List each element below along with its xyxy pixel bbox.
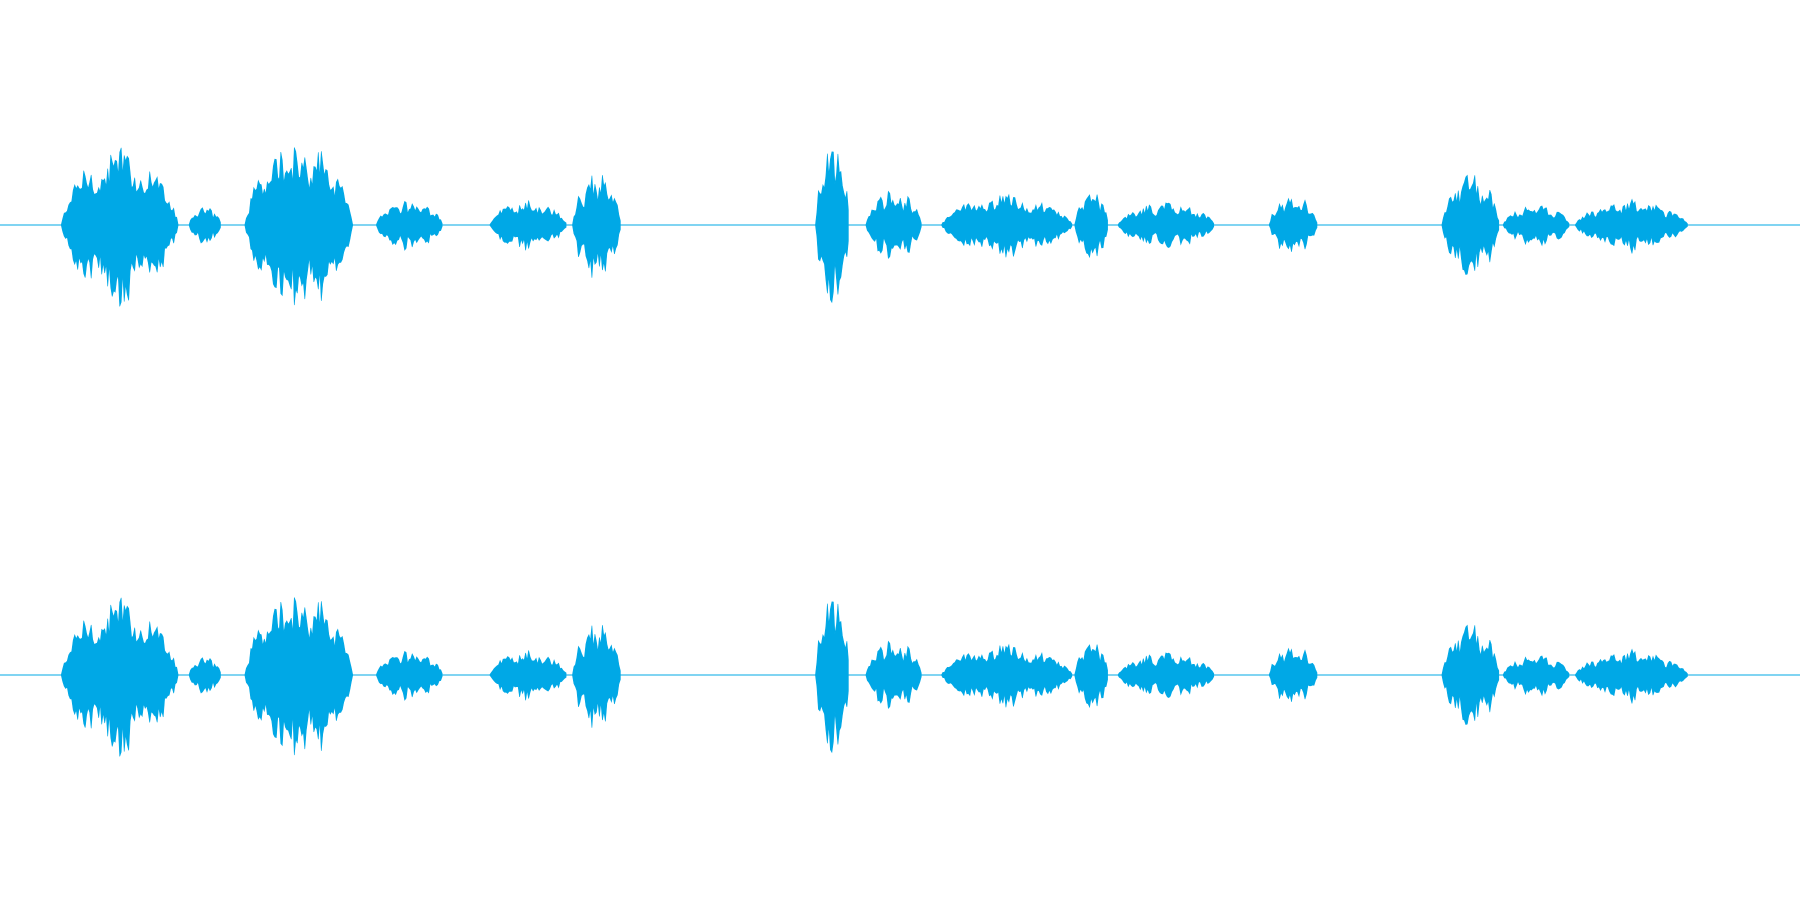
waveform-segment [572,625,621,728]
waveform-segment [865,640,922,709]
waveform-segment [1268,647,1318,702]
waveform-channel-2 [0,525,1800,825]
waveform-segment [1574,648,1688,704]
waveform-segment [1502,655,1570,697]
waveform-segment [815,151,849,304]
waveform-channel-2-svg [0,597,1800,757]
waveform-segment [865,190,922,259]
waveform-segment [60,147,179,307]
waveform-segment [1574,198,1688,254]
waveform-segment [244,597,354,756]
waveform-segment [375,200,443,251]
waveform-segment [244,147,354,306]
waveform-segment [1074,644,1108,709]
waveform-segment [188,207,221,244]
waveform-segment [1441,624,1500,725]
waveform-segment [1441,174,1500,275]
waveform-segment [1117,652,1215,698]
waveform-segment [60,597,179,757]
waveform-segment [1268,197,1318,252]
waveform-segment [941,643,1073,708]
waveform-segment [375,650,443,701]
waveform-segment [1502,205,1570,247]
waveform-channel-1 [0,75,1800,375]
waveform-segment [815,601,849,754]
waveform-channel-1-svg [0,147,1800,307]
waveform-segment [1074,194,1108,259]
waveform-segment [572,175,621,278]
waveform-segment [489,200,567,251]
waveform-segment [941,193,1073,258]
waveform-segment [1117,202,1215,248]
waveform-segment [188,657,221,694]
waveform-segment [489,650,567,701]
